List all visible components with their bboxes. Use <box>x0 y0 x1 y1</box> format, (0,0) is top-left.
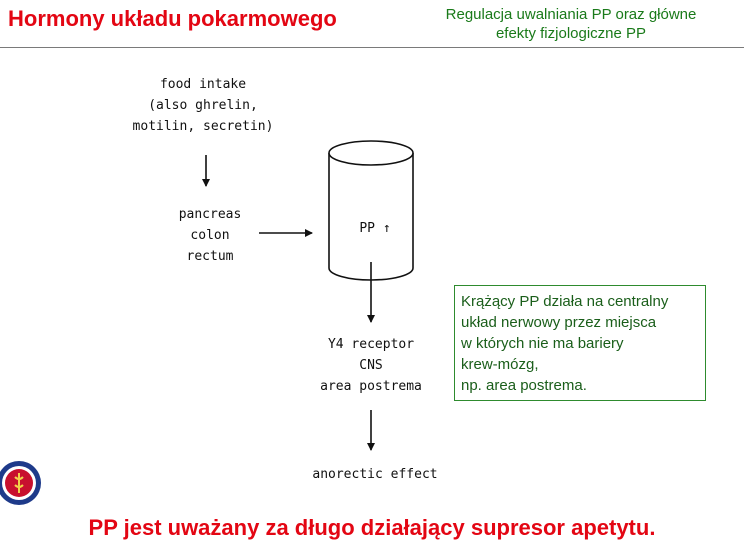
info-note: Krążący PP działa na centralny układ ner… <box>454 285 706 401</box>
header-divider <box>0 47 744 48</box>
note-line: Krążący PP działa na centralny <box>461 293 669 310</box>
organ-line: pancreas <box>178 207 242 222</box>
target-line: area postrema <box>320 379 422 394</box>
target-line: CNS <box>359 358 383 373</box>
organ-line: colon <box>190 228 230 243</box>
note-line: układ nerwowy przez miejsca <box>461 314 657 331</box>
targets-label: Y4 receptor CNS area postrema <box>296 334 446 397</box>
food-intake-line: motilin, secretin) <box>132 119 274 134</box>
food-intake-label: food intake (also ghrelin, motilin, secr… <box>130 74 276 137</box>
effect-label: anorectic effect <box>312 467 438 482</box>
university-seal-icon <box>0 461 41 505</box>
note-line: np. area postrema. <box>461 377 587 394</box>
note-line: krew-mózg, <box>461 356 539 373</box>
food-intake-line: (also ghrelin, <box>148 98 258 113</box>
page-title: Hormony układu pokarmowego <box>8 6 337 31</box>
pp-increase-label: PP ↑ <box>359 221 391 236</box>
subtitle-line: Regulacja uwalniania PP oraz główne <box>445 6 697 23</box>
food-intake-line: food intake <box>159 77 247 92</box>
page-subtitle: Regulacja uwalniania PP oraz główne efek… <box>406 5 736 43</box>
note-line: w których nie ma bariery <box>461 335 624 352</box>
organs-label: pancreas colon rectum <box>160 204 260 267</box>
target-line: Y4 receptor <box>327 337 415 352</box>
subtitle-line: efekty fizjologiczne PP <box>495 25 647 42</box>
summary-statement: PP jest uważany za długo działający supr… <box>88 515 656 540</box>
pp-cylinder <box>328 140 414 281</box>
organ-line: rectum <box>186 249 234 264</box>
